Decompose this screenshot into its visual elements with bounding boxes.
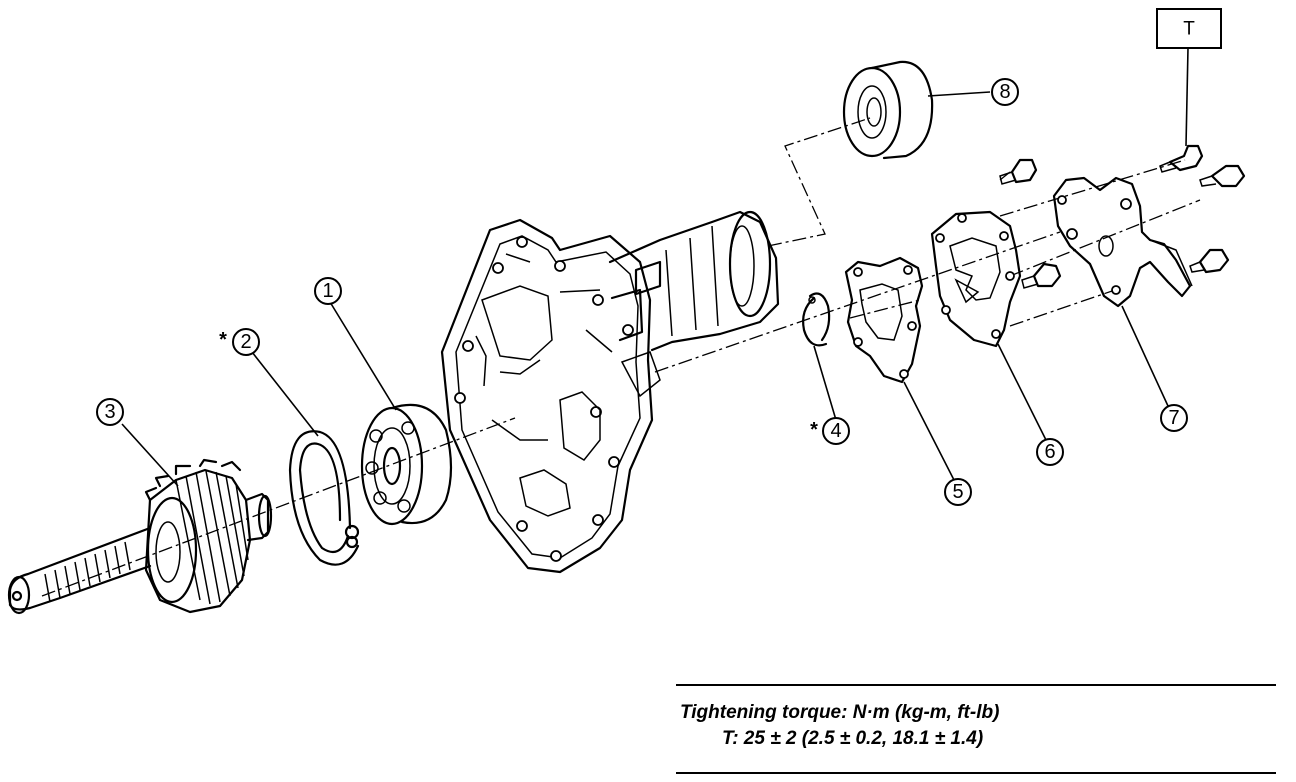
replace-marker: * — [810, 419, 818, 441]
callout-1: 1 — [314, 277, 342, 305]
callout-7: 7 — [1160, 404, 1188, 432]
callout-2: * 2 — [219, 328, 260, 356]
torque-symbol-label: T — [1183, 19, 1195, 40]
callout-5-label: 5 — [952, 481, 963, 503]
bracket-part — [1052, 176, 1193, 308]
leader-lines — [121, 47, 1189, 487]
bolt-top-right — [1159, 144, 1204, 173]
callout-3: 3 — [96, 398, 124, 426]
torque-symbol-box: T — [1156, 8, 1222, 49]
mainshaft-gear-part — [7, 458, 273, 615]
bolt-right-upper — [1199, 164, 1246, 188]
replace-marker: * — [219, 329, 227, 351]
bolt-right-lower — [1189, 248, 1230, 274]
torque-note: Tightening torque: N·m (kg-m, ft-lb) T: … — [676, 684, 1276, 776]
bolt-plate-middle — [1021, 262, 1062, 289]
torque-note-title: Tightening torque: N·m (kg-m, ft-lb) — [680, 702, 1000, 723]
callout-8-label: 8 — [999, 81, 1010, 103]
torque-note-spec: T: 25 ± 2 (2.5 ± 0.2, 18.1 ± 1.4) — [722, 728, 984, 749]
note-bottom-rule — [676, 772, 1276, 774]
callout-2-label: 2 — [240, 331, 251, 353]
callout-6: 6 — [1036, 438, 1064, 466]
callout-8: 8 — [991, 78, 1019, 106]
oil-seal-part — [842, 60, 934, 160]
callout-4: * 4 — [810, 417, 850, 445]
gasket-part — [844, 256, 924, 384]
callout-5: 5 — [944, 478, 972, 506]
callout-3-label: 3 — [104, 401, 115, 423]
snap-ring-part — [288, 430, 360, 566]
assembly-centerlines — [41, 117, 1201, 597]
transmission-case-part — [440, 210, 780, 574]
ball-bearing-part — [360, 403, 453, 526]
callout-4-label: 4 — [830, 420, 841, 442]
note-top-rule — [676, 684, 1276, 686]
circlip-part — [802, 292, 831, 347]
callout-1-label: 1 — [322, 280, 333, 302]
bolt-plate-top — [999, 158, 1038, 185]
callout-6-label: 6 — [1044, 441, 1055, 463]
cover-plate-part — [930, 210, 1022, 348]
callout-7-label: 7 — [1168, 407, 1179, 429]
